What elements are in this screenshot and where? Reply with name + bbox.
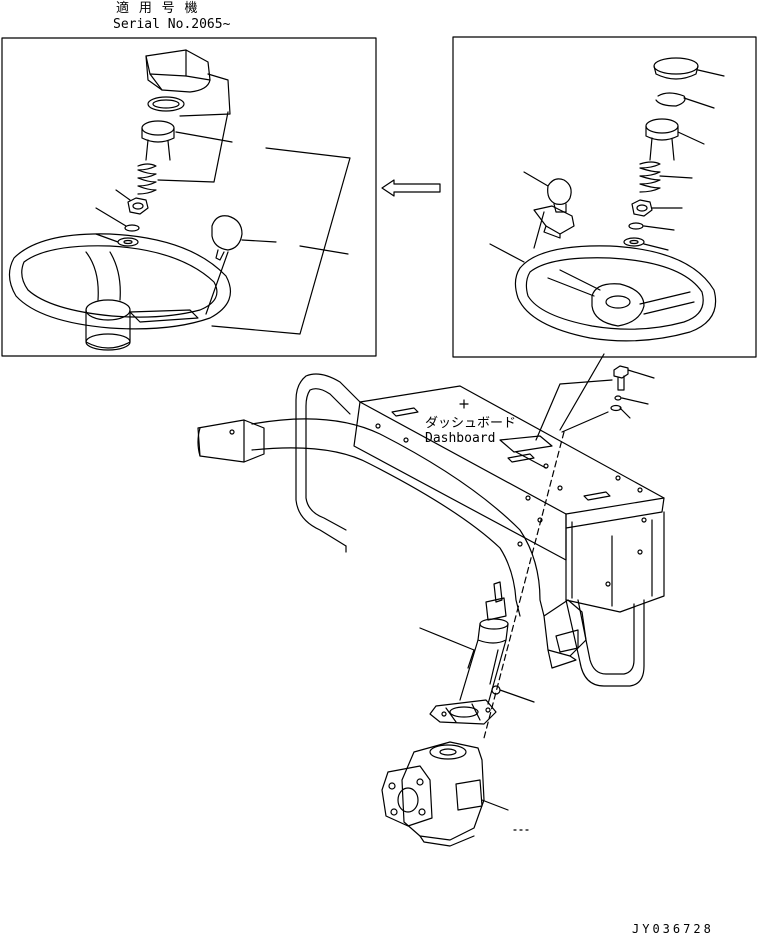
washer-part <box>118 238 138 246</box>
dashboard-washer <box>611 406 621 411</box>
left-inset-frame <box>2 38 376 356</box>
retaining-ring-part <box>148 97 184 111</box>
dashboard-label-jp: ダッシュボード <box>425 416 517 431</box>
nut-part <box>128 198 148 214</box>
steering-wheel-left <box>9 234 230 350</box>
steering-valve <box>382 742 530 846</box>
figure-code: JY036728 <box>632 922 714 936</box>
applicable-serial-label-jp: 適 用 号 機 <box>116 1 199 16</box>
spinner-knob-right-part <box>534 179 574 238</box>
lock-washer-part <box>125 225 139 231</box>
right-inset-leaders <box>490 70 724 262</box>
spinner-knob-part <box>212 216 242 260</box>
steering-wheel-right <box>515 246 715 341</box>
right-inset-frame <box>453 37 756 357</box>
snap-ring-right-part <box>656 93 685 106</box>
left-inset-panel <box>2 38 376 356</box>
handrail-tube <box>198 419 586 668</box>
lock-washer-right-part <box>629 223 643 229</box>
dashboard-plate <box>354 386 664 612</box>
left-inset-leaders <box>96 74 350 334</box>
serial-number-label: Serial No.2065~ <box>113 17 231 32</box>
contact-plate-part <box>142 121 174 160</box>
horn-cap-part <box>146 50 210 92</box>
wheel-to-dashboard-leader <box>560 354 604 430</box>
spring-right-part <box>640 162 660 192</box>
contact-plate-right-part <box>646 119 678 160</box>
horn-cap-right-part <box>654 58 698 79</box>
tube-guard-frame <box>296 374 644 686</box>
dashboard-bolt <box>614 366 628 390</box>
left-arrow-icon <box>382 180 440 196</box>
nut-right-part <box>632 200 652 216</box>
dashboard-label-en: Dashboard <box>425 431 496 446</box>
washer-right-part <box>624 238 644 246</box>
column-centerline <box>484 432 564 738</box>
steering-column <box>420 582 534 724</box>
spring-part <box>138 164 156 194</box>
dashboard-leaders <box>536 370 654 440</box>
right-inset-panel <box>453 37 756 357</box>
dashboard-lock-washer <box>615 396 621 400</box>
